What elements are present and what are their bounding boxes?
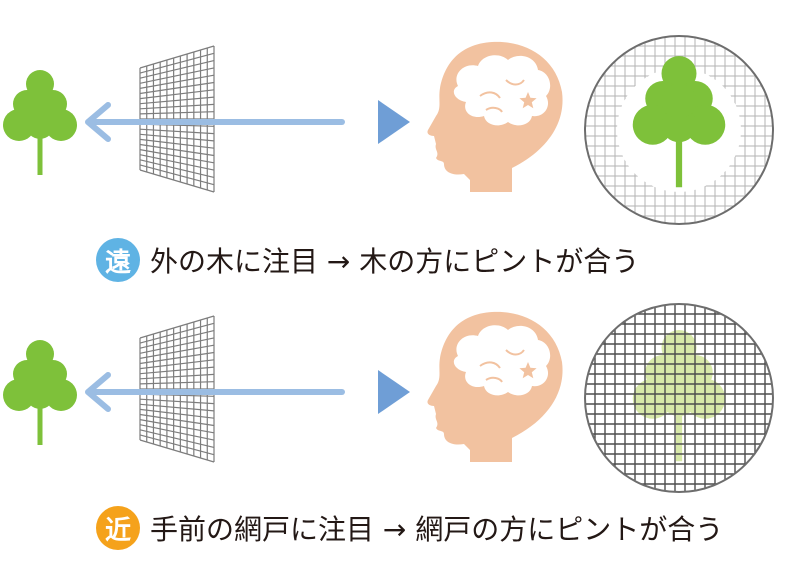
caption-near: 近 手前の網戸に注目 → 網戸の方にピントが合う xyxy=(96,504,723,552)
star-icon xyxy=(519,362,537,379)
head-brain-icon xyxy=(427,311,563,462)
tree-in-focus xyxy=(632,56,726,188)
caption-text-near: 手前の網戸に注目 → 網戸の方にピントが合う xyxy=(150,513,724,546)
panel-near xyxy=(3,303,774,493)
badge-near: 近 xyxy=(96,506,140,550)
badge-far: 遠 xyxy=(96,238,140,282)
tree-icon xyxy=(3,70,77,175)
panel-far xyxy=(3,35,774,225)
play-triangle-icon xyxy=(378,100,410,144)
star-icon xyxy=(519,92,537,109)
view-circle-near xyxy=(584,303,774,493)
caption-far: 遠 外の木に注目 → 木の方にピントが合う xyxy=(96,236,639,284)
tree-icon xyxy=(3,340,77,445)
view-circle-far xyxy=(584,35,774,225)
arrow-left-icon xyxy=(85,372,345,412)
caption-text-far: 外の木に注目 → 木の方にピントが合う xyxy=(150,245,640,278)
head-brain-icon xyxy=(427,41,563,193)
arrow-left-icon xyxy=(85,102,345,142)
play-triangle-icon xyxy=(378,370,410,414)
